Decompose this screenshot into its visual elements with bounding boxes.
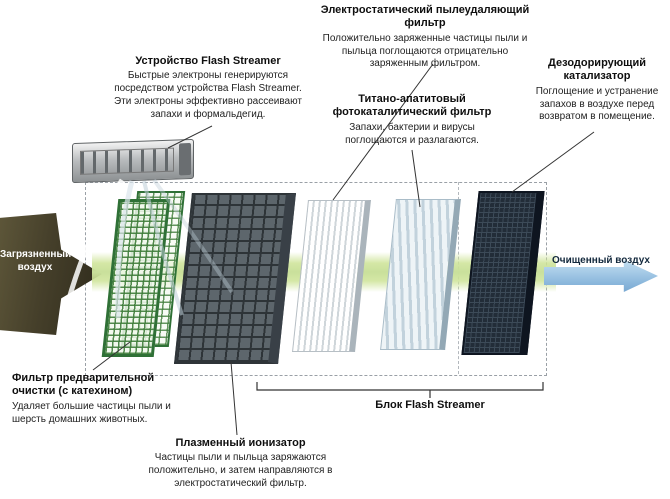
flash-streamer-callout: Устройство Flash Streamer Быстрые электр… [108,55,308,122]
catalyst-body: Поглощение и устранение запахов в воздух… [535,85,659,123]
electrostatic-title: Электростатический пылеудаляющий фильтр [320,4,530,30]
titanium-title: Титано-апатитовый фотокаталитический фил… [332,93,492,119]
flash-streamer-title: Устройство Flash Streamer [135,55,281,67]
electrostatic-callout: Электростатический пылеудаляющий фильтр … [320,4,530,71]
clean-air-label: Очищенный воздух [552,255,650,266]
flash-streamer-block-callout: Блок Flash Streamer [350,399,510,412]
electrostatic-body: Положительно заряженные частицы пыли и п… [322,32,528,70]
prefilter-title: Фильтр предварительной очистки (с катехи… [12,372,155,398]
plasma-ionizer-unit [174,193,296,364]
catalyst-callout: Дезодорирующий катализатор Поглощение и … [527,57,667,124]
prefilter-callout: Фильтр предварительной очистки (с катехи… [12,372,192,426]
titanium-body: Запахи, бактерии и вирусы поглощаются и … [345,121,479,146]
plasma-ionizer-callout: Плазменный ионизатор Частицы пыли и пыль… [133,437,348,491]
flash-streamer-device-unit [72,138,194,184]
prefilter-body: Удаляет большие частицы пыли и шерсть до… [12,400,171,425]
catalyst-title: Дезодорирующий катализатор [548,57,646,83]
plasma-ionizer-body: Частицы пыли и пыльца заряжаются положит… [148,452,333,489]
flash-streamer-block-label: Блок Flash Streamer [375,399,485,411]
flash-streamer-body: Быстрые электроны генерируются посредств… [114,70,302,120]
plasma-ionizer-title: Плазменный ионизатор [175,437,306,449]
flash-streamer-bracket [256,382,544,398]
titanium-callout: Титано-апатитовый фотокаталитический фил… [322,93,502,147]
dirty-air-label: Загрязненный воздух [0,249,72,273]
device-end-cap [179,142,191,176]
device-slots [80,147,174,175]
